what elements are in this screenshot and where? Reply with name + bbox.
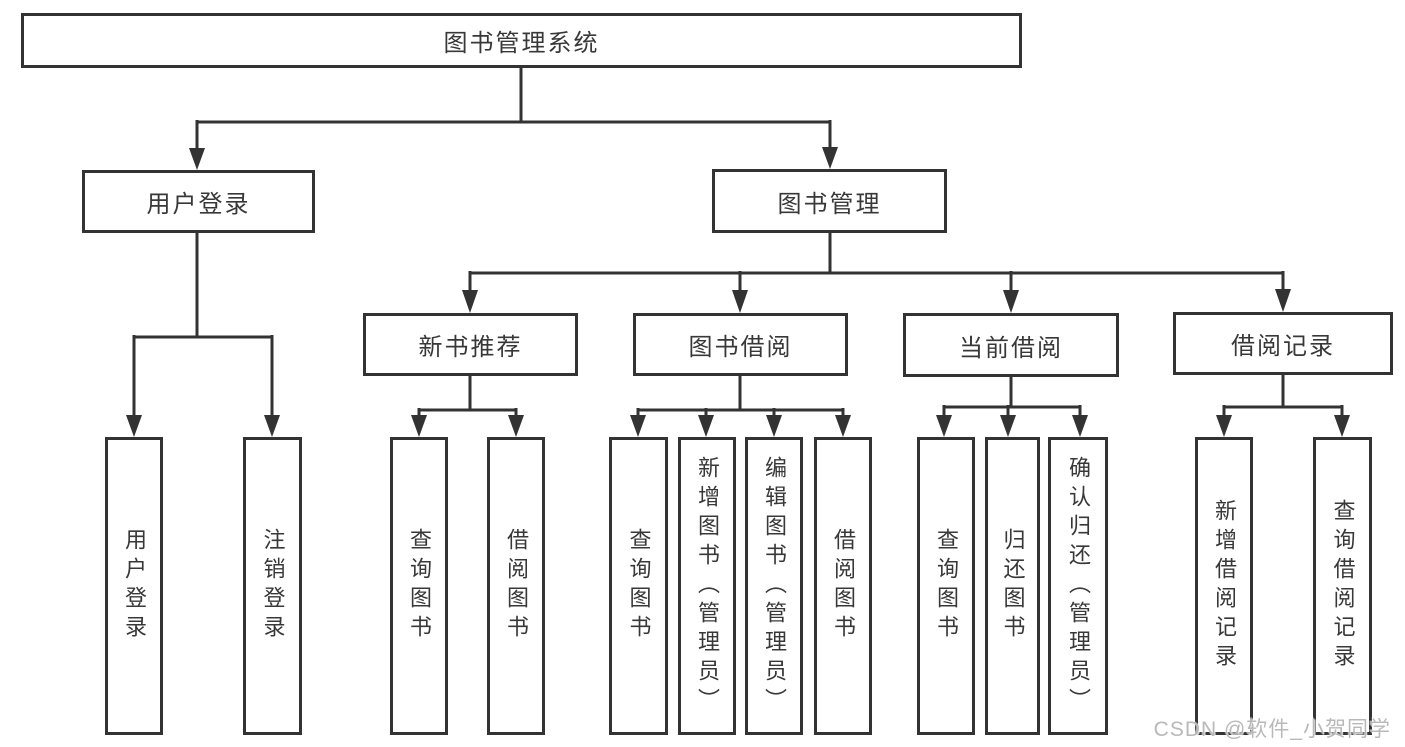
arrow-down-icon — [936, 415, 952, 437]
leaf-current-query-books: 查询图书 — [917, 437, 975, 735]
leaf-confirm-return-admin: 确认归还（管理员） — [1048, 437, 1108, 735]
arrow-down-icon — [1072, 415, 1088, 437]
leaf-newbook-query-books: 查询图书 — [390, 437, 448, 735]
leaf-user-login: 用户登录 — [105, 437, 163, 735]
connector-user-login-children — [126, 233, 280, 437]
leaf-edit-books-admin: 编辑图书（管理员） — [745, 437, 803, 735]
arrow-down-icon — [189, 148, 205, 170]
arrow-down-icon — [462, 290, 478, 313]
arrow-down-icon — [698, 415, 714, 437]
arrow-down-icon — [411, 415, 427, 437]
arrow-down-icon — [1334, 415, 1350, 437]
node-book-borrow: 图书借阅 — [633, 313, 848, 376]
leaf-query-borrow-record: 查询借阅记录 — [1313, 437, 1372, 735]
node-book-management: 图书管理 — [712, 169, 947, 233]
leaf-return-books: 归还图书 — [985, 437, 1040, 735]
leaf-add-borrow-record: 新增借阅记录 — [1195, 437, 1253, 735]
leaf-add-books-admin: 新增图书（管理员） — [678, 437, 736, 735]
arrow-down-icon — [835, 415, 851, 437]
arrow-down-icon — [732, 290, 748, 313]
arrow-down-icon — [1275, 289, 1291, 312]
arrow-down-icon — [1000, 415, 1016, 437]
node-new-book-recommend: 新书推荐 — [363, 313, 578, 376]
arrow-down-icon — [1216, 415, 1232, 437]
node-borrow-records: 借阅记录 — [1173, 312, 1393, 375]
arrow-down-icon — [126, 415, 142, 437]
node-current-borrow: 当前借阅 — [903, 313, 1119, 377]
arrow-down-icon — [822, 147, 838, 169]
arrow-down-icon — [766, 415, 782, 437]
arrow-down-icon — [630, 415, 646, 437]
connector-borrow-records-children — [1216, 375, 1350, 437]
arrow-down-icon — [264, 415, 280, 437]
arrow-down-icon — [508, 415, 524, 437]
node-user-login: 用户登录 — [82, 170, 315, 233]
leaf-logout: 注销登录 — [243, 437, 302, 735]
arrow-down-icon — [1003, 290, 1019, 313]
connector-new-book-children — [411, 376, 524, 437]
csdn-watermark: CSDN @软件_小贺同学 — [1153, 718, 1391, 741]
connector-book-management-children — [462, 233, 1291, 313]
leaf-borrow-query-books: 查询图书 — [609, 437, 668, 735]
connector-current-borrow-children — [936, 377, 1088, 437]
leaf-borrow-books: 借阅图书 — [814, 437, 872, 735]
connector-root-to-level2 — [189, 68, 838, 170]
node-library-management-system: 图书管理系统 — [21, 13, 1022, 68]
connector-book-borrow-children — [630, 376, 851, 437]
leaf-newbook-borrow-books: 借阅图书 — [487, 437, 545, 735]
